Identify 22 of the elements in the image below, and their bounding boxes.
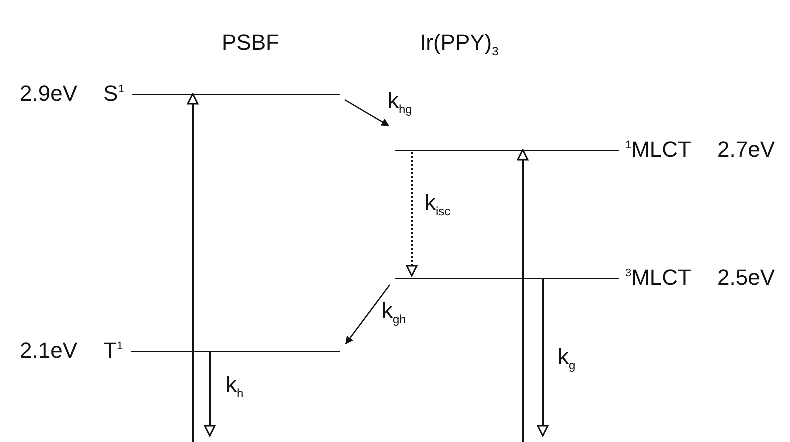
arrow: [204, 352, 216, 437]
energy-value: 2.1eV: [20, 338, 78, 364]
rate-constant-label: k$_{gh}$: [382, 298, 406, 326]
energy-value: 2.7eV: [718, 137, 775, 163]
rate-constant-label: k$_{g}$: [558, 344, 576, 372]
arrow: [537, 279, 549, 437]
state-label: $^{3}$MLCT: [625, 265, 692, 291]
arrow: [344, 99, 390, 127]
arrow: [406, 152, 418, 277]
rate-constant-label: k$_{h}$: [226, 372, 244, 400]
state-label: T$^{1}$: [104, 338, 124, 364]
arrow: [517, 149, 529, 442]
energy-value: 2.5eV: [718, 265, 775, 291]
state-label: $^{1}$MLCT: [625, 137, 692, 163]
column-heading: PSBF: [222, 30, 280, 56]
column-heading: Ir(PPY)$_{3}$: [420, 30, 499, 58]
arrow: [187, 93, 199, 442]
rate-constant-label: k$_{isc}$: [425, 190, 451, 218]
energy-value: 2.9eV: [20, 81, 78, 107]
arrow: [345, 284, 391, 345]
rate-constant-label: k$_{hg}$: [388, 88, 412, 116]
state-label: S$^{1}$: [104, 81, 124, 107]
